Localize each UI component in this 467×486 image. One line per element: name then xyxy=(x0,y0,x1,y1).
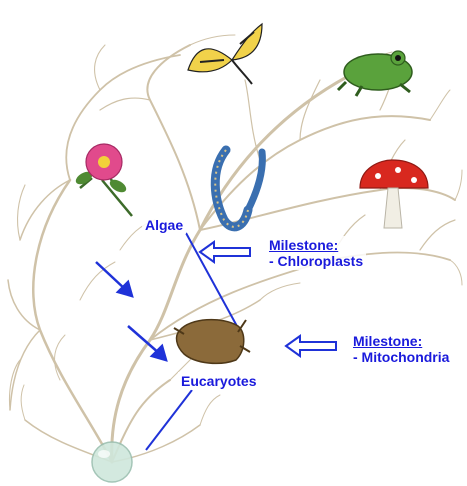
rose-icon xyxy=(74,144,132,216)
milestone-title: Milestone: xyxy=(269,237,363,253)
mushroom-icon xyxy=(360,160,428,228)
eucaryotes-pointer-line xyxy=(146,390,192,450)
mitochondria-arrow xyxy=(286,336,336,356)
chloroplasts-arrow xyxy=(200,242,250,262)
diagonal-arrows xyxy=(96,262,166,360)
protist-icon xyxy=(174,320,250,364)
algae-label: Algae xyxy=(142,216,186,234)
milestone-chloroplasts: Milestone: - Chloroplasts xyxy=(266,236,366,270)
milestone-mitochondria: Milestone: - Mitochondria xyxy=(350,332,452,366)
eucaryotes-label: Eucaryotes xyxy=(178,372,259,390)
milestone-item: - Mitochondria xyxy=(353,349,449,365)
milestone-title: Milestone: xyxy=(353,333,449,349)
worm-icon xyxy=(215,150,262,227)
milestone-item: - Chloroplasts xyxy=(269,253,363,269)
sphere-icon xyxy=(92,442,132,482)
butterfly-icon xyxy=(188,24,262,84)
frog-icon xyxy=(338,51,412,96)
